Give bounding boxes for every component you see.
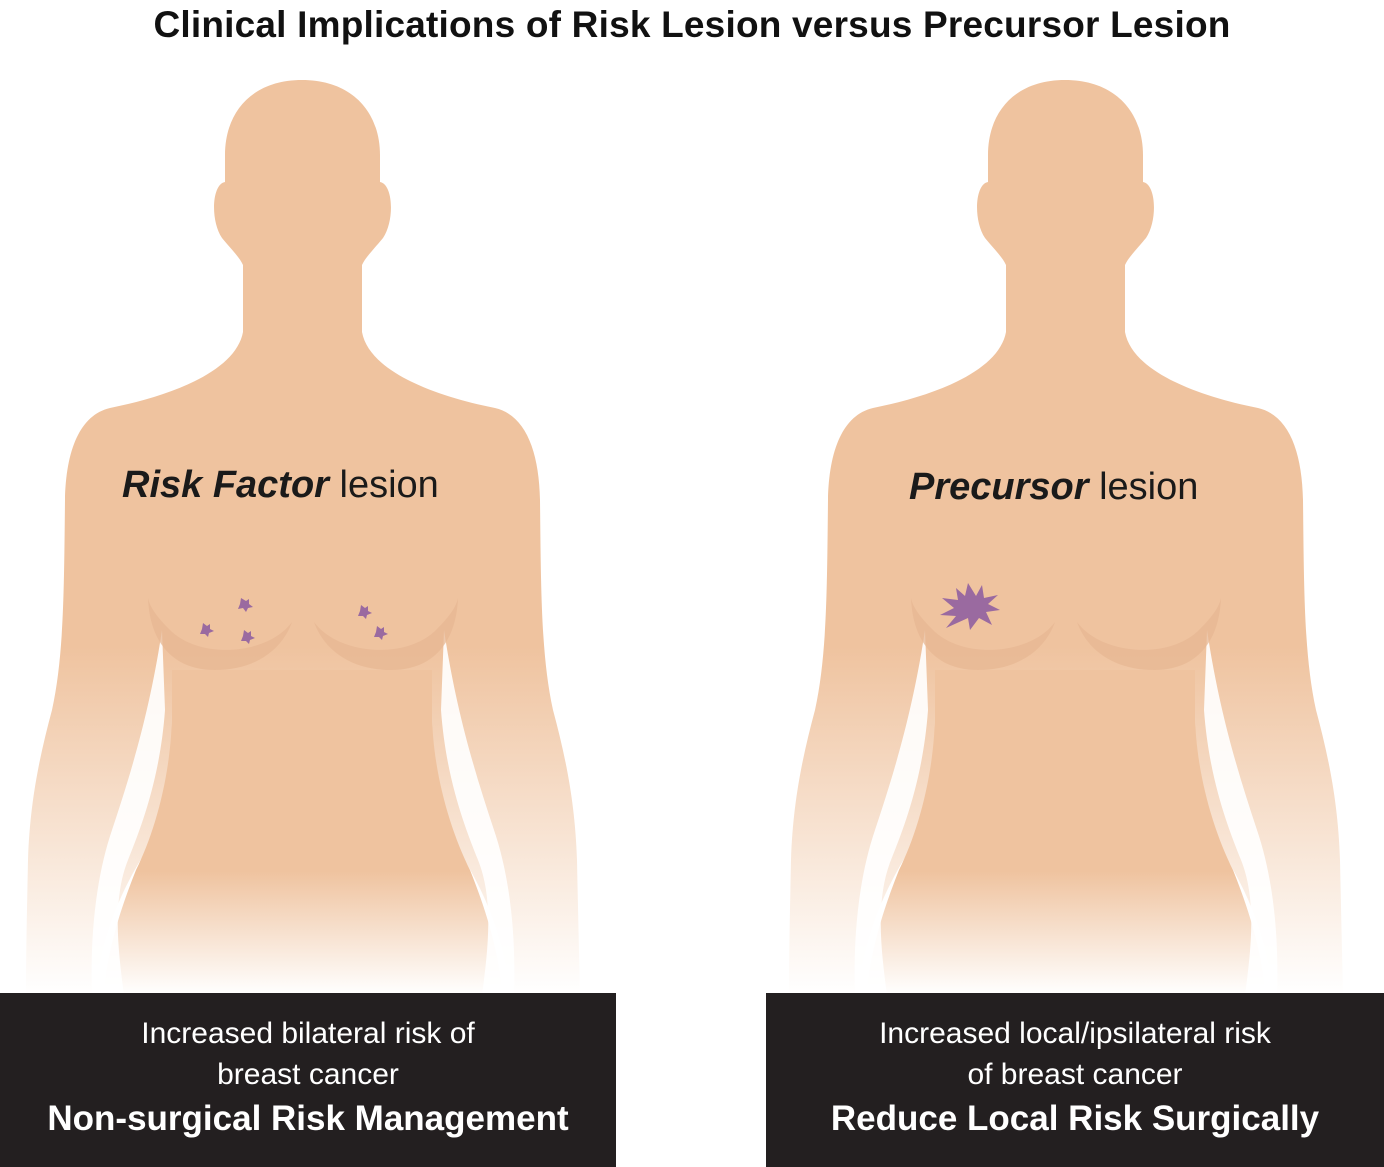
precursor-figure: Precursor lesion bbox=[764, 70, 1384, 995]
precursor-action: Reduce Local Risk Surgically bbox=[830, 1099, 1320, 1138]
female-torso-silhouette-left bbox=[26, 80, 580, 995]
risk-factor-lesion-label: Risk Factor lesion bbox=[122, 462, 439, 508]
risk-factor-action: Non-surgical Risk Management bbox=[47, 1099, 569, 1138]
precursor-panel: Increased local/ipsilateral risk of brea… bbox=[766, 993, 1384, 1167]
risk-factor-description: Increased bilateral risk of breast cance… bbox=[141, 1017, 475, 1091]
left-breast bbox=[911, 598, 1055, 670]
body-silhouette bbox=[789, 80, 1343, 995]
precursor-lesion-label: Precursor lesion bbox=[909, 464, 1198, 510]
lesion-type-rest: lesion bbox=[328, 464, 439, 506]
diagram-title: Clinical Implications of Risk Lesion ver… bbox=[153, 4, 1231, 45]
right-breast bbox=[1077, 598, 1221, 670]
lesion-type-emphasis: Precursor bbox=[909, 466, 1089, 508]
female-torso-silhouette-right bbox=[789, 80, 1343, 995]
left-breast bbox=[148, 598, 292, 670]
right-breast bbox=[314, 598, 458, 670]
single-star-lesion-icon bbox=[940, 583, 1000, 630]
precursor-description: Increased local/ipsilateral risk of brea… bbox=[879, 1017, 1271, 1091]
risk-factor-figure: Risk Factor lesion bbox=[0, 70, 620, 995]
lesion-type-rest: lesion bbox=[1088, 466, 1199, 508]
body-silhouette bbox=[26, 80, 580, 995]
scattered-small-lesions-icon bbox=[200, 598, 388, 644]
lesion-type-emphasis: Risk Factor bbox=[122, 464, 329, 506]
risk-factor-panel: Increased bilateral risk of breast cance… bbox=[0, 993, 616, 1167]
